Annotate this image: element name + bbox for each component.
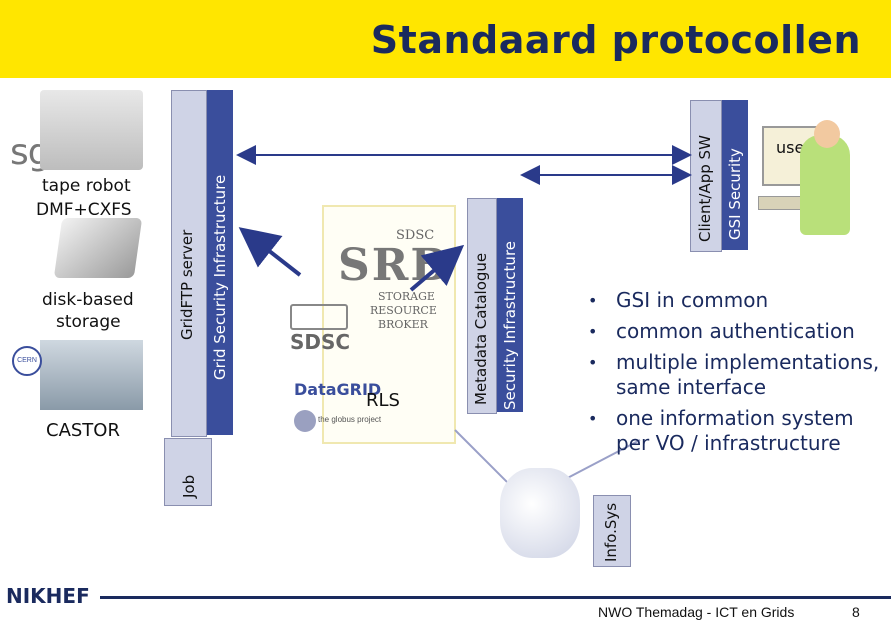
infosys-bar (593, 495, 631, 567)
globus-logo (294, 410, 316, 432)
user-head (814, 120, 840, 148)
client-app-bar (690, 100, 722, 252)
dmf-label: DMF+CXFS (36, 200, 132, 220)
cern-logo: CERN (12, 346, 42, 376)
page-number: 8 (852, 604, 860, 620)
gsi-security-bar (722, 100, 748, 250)
tape-robot-image (40, 90, 143, 170)
datagrid-logo: DataGRID (294, 380, 382, 399)
user-person (800, 135, 850, 235)
storage-label: storage (56, 312, 121, 332)
infosys-label: Info.Sys (602, 502, 620, 562)
gsi-infra-bar (207, 90, 233, 435)
nikhef-logo: NIKHEF (2, 584, 94, 608)
bullet-item: •one information system per VO / infrast… (588, 406, 854, 455)
castor-image (40, 340, 143, 410)
tape-robot-label: tape robot (42, 176, 131, 196)
job-bar (164, 438, 212, 506)
slide-title: Standaard protocollen (370, 18, 861, 62)
rls-label: RLS (366, 390, 400, 411)
srb-sub3: BROKER (378, 318, 428, 331)
srb-sub1: STORAGE (378, 290, 435, 303)
srb-sub2: RESOURCE (370, 304, 437, 317)
title-bar (0, 0, 891, 78)
footer-line (100, 596, 891, 599)
bullet-item: •multiple implementations, same interfac… (588, 350, 880, 399)
bullet-item: •common authentication (588, 319, 855, 343)
arrow-gridftp (238, 227, 302, 277)
arrow-metadata (409, 244, 465, 292)
gridftp-bar (171, 90, 207, 437)
sdsc-logo-mark (290, 304, 348, 330)
castor-label: CASTOR (46, 420, 120, 441)
rabbit-mascot (500, 468, 580, 558)
globus-text: the globus project (318, 415, 382, 424)
metadata-bar (467, 198, 497, 414)
footer-text: NWO Themadag - ICT en Grids (598, 604, 795, 620)
sdsc-logo: SDSC (290, 330, 351, 354)
bullet-item: •GSI in common (588, 288, 769, 312)
security-infra-bar (497, 198, 523, 412)
disk-based-label: disk-based (42, 290, 134, 310)
bullet-list: •GSI in common •common authentication •m… (588, 288, 888, 462)
srb-sdsc-text: SDSC (396, 228, 435, 243)
